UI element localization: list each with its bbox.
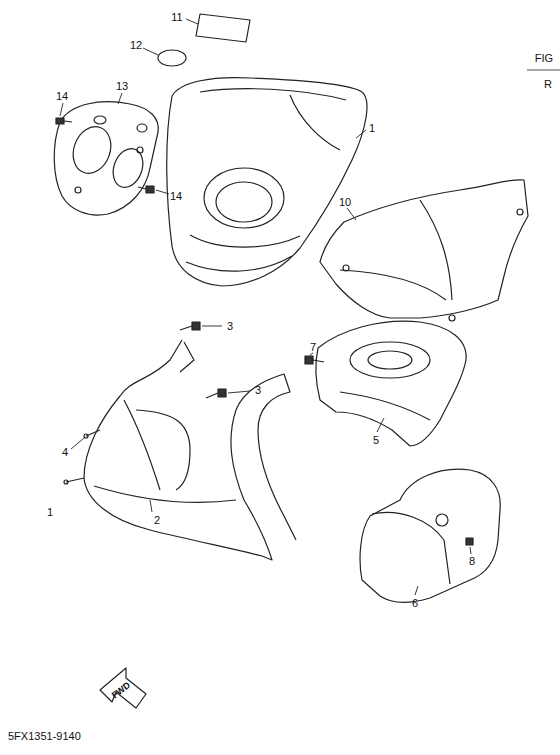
callout-number: 14 — [56, 91, 68, 102]
meter-panel — [54, 102, 158, 215]
callout-number: 3 — [227, 321, 233, 332]
callout-number: 2 — [154, 515, 160, 526]
inner-bracket — [305, 321, 466, 446]
screw-part — [180, 322, 226, 398]
sticker-part — [196, 14, 250, 42]
callout-number: 8 — [469, 556, 475, 567]
callout-number: 5 — [373, 435, 379, 446]
foot-cover — [360, 469, 500, 602]
table-rule — [527, 70, 560, 71]
leader-line — [60, 19, 471, 595]
callout-number: 10 — [339, 197, 351, 208]
callout-number: 11 — [171, 12, 182, 23]
callout-number: 4 — [62, 447, 68, 458]
callout-number: 7 — [310, 342, 316, 353]
callout-number: 1 — [47, 507, 53, 518]
callout-number: 13 — [116, 81, 128, 92]
inner-panel — [320, 180, 528, 321]
front-cover-upper — [167, 78, 367, 286]
direction-label: FWD — [110, 680, 132, 700]
callout-number: 6 — [412, 598, 418, 609]
callout-number: 12 — [130, 40, 142, 51]
screw-part — [56, 118, 154, 193]
table-header: FIG — [535, 53, 553, 64]
drawing-code: 5FX1351-9140 — [8, 731, 81, 742]
callout-number: 14 — [170, 191, 182, 202]
forward-arrow — [100, 668, 146, 708]
callout-number: 1 — [369, 123, 375, 134]
table-header: R — [544, 79, 552, 90]
emblem-part — [158, 50, 186, 66]
callout-number: 3 — [255, 385, 261, 396]
front-cover-lower — [64, 340, 296, 560]
